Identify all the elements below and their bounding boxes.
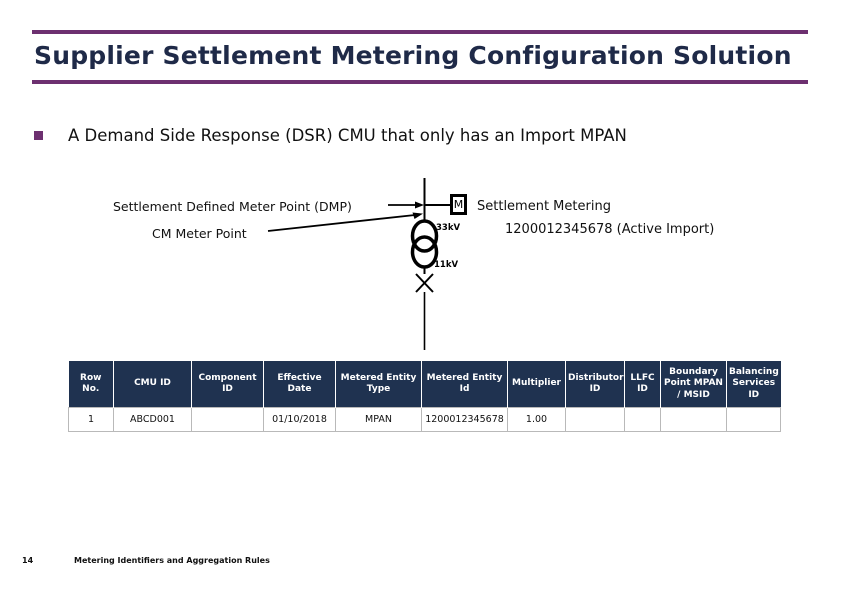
label-cm-meter-point: CM Meter Point — [152, 226, 247, 241]
label-settlement-metering: Settlement Metering — [477, 199, 611, 214]
cell-component-id — [191, 406, 264, 432]
column-header-component-id: Component ID — [191, 361, 264, 408]
column-header-effective-date: Effective Date — [263, 361, 336, 408]
cell-distributor-id — [565, 406, 625, 432]
square-bullet-icon — [34, 131, 43, 140]
label-voltage-hv: 33kV — [436, 223, 461, 233]
cell-metered-entity-id: 1200012345678 — [421, 406, 508, 432]
table-header-row: Row No. CMU ID Component ID Effective Da… — [68, 361, 781, 408]
label-voltage-lv: 11kV — [434, 260, 459, 270]
column-header-metered-entity-id: Metered Entity Id — [421, 361, 508, 408]
label-settlement-defined-meter-point: Settlement Defined Meter Point (DMP) — [113, 199, 352, 214]
cell-row-no: 1 — [68, 406, 114, 432]
bullet-item-label: A Demand Side Response (DSR) CMU that on… — [68, 126, 627, 145]
cell-multiplier: 1.00 — [507, 406, 566, 432]
slide-title-block: Supplier Settlement Metering Configurati… — [32, 30, 808, 85]
column-header-llfc-id: LLFC ID — [624, 361, 661, 408]
page-number: 14 — [22, 556, 34, 565]
slide-footer: 14 Metering Identifiers and Aggregation … — [0, 556, 842, 576]
meter-symbol-box: M — [450, 194, 467, 215]
cell-metered-entity-type: MPAN — [335, 406, 422, 432]
column-header-row-no: Row No. — [68, 361, 114, 408]
single-line-diagram: Settlement Defined Meter Point (DMP) CM … — [0, 170, 842, 360]
column-header-balancing-services-id: Balancing Services ID — [726, 361, 781, 408]
cell-balancing-services-id — [726, 406, 781, 432]
metering-configuration-table: Row No. CMU ID Component ID Effective Da… — [68, 361, 781, 432]
cell-effective-date: 01/10/2018 — [263, 406, 336, 432]
diagram-lines — [267, 178, 450, 350]
cell-cmu-id: ABCD001 — [113, 406, 192, 432]
page-title: Supplier Settlement Metering Configurati… — [34, 41, 792, 70]
column-header-boundary-point-mpan-msid: Boundary Point MPAN / MSID — [660, 361, 727, 408]
column-header-multiplier: Multiplier — [507, 361, 566, 408]
column-header-distributor-id: Distributor ID — [565, 361, 625, 408]
column-header-cmu-id: CMU ID — [113, 361, 192, 408]
title-rule-bottom — [32, 80, 808, 85]
cell-boundary-point-mpan-msid — [660, 406, 727, 432]
label-settlement-mpan: 1200012345678 (Active Import) — [505, 222, 715, 237]
cell-llfc-id — [624, 406, 661, 432]
footer-document-title: Metering Identifiers and Aggregation Rul… — [74, 556, 270, 565]
title-rule-top — [32, 30, 808, 34]
column-header-metered-entity-type: Metered Entity Type — [335, 361, 422, 408]
table-row: 1 ABCD001 01/10/2018 MPAN 1200012345678 … — [68, 406, 781, 432]
bullet-list-item: A Demand Side Response (DSR) CMU that on… — [34, 126, 627, 145]
